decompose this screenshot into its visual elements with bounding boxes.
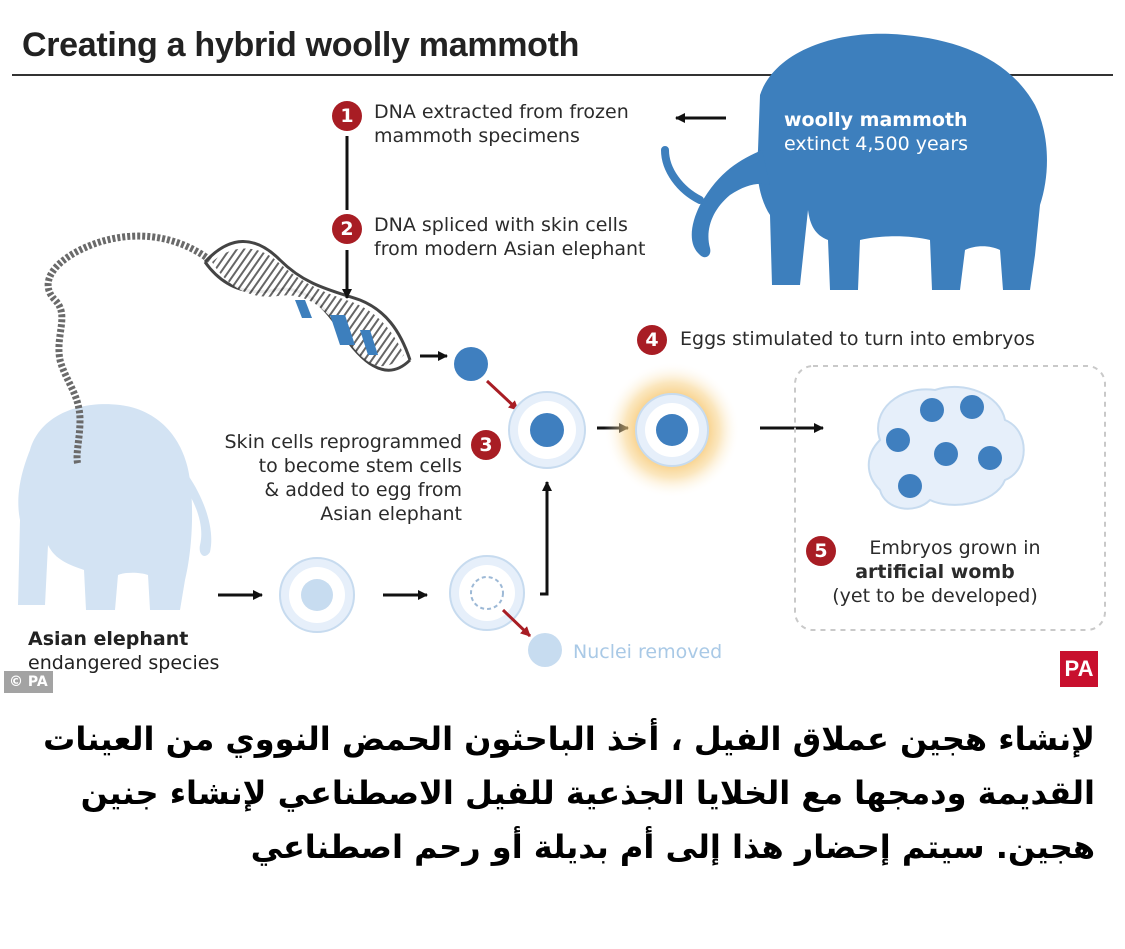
infographic: Creating a hybrid woolly mammoth woolly … [0,0,1125,700]
step-5-text: Embryos grown in artificial womb (yet to… [820,536,1050,608]
stimulated-egg [604,362,740,498]
elephant-name: Asian elephant [28,628,188,650]
step-3-line4: Asian elephant [200,502,462,526]
pa-logo: PA [1060,651,1098,687]
step-3-line3: & added to egg from [200,478,462,502]
nucleus-insert-arrow [487,381,518,410]
step-3-line2: to become stem cells [200,454,462,478]
egg-with-nucleus [509,392,585,468]
step-1-line2: mammoth specimens [374,124,629,148]
asian-elephant-silhouette [18,404,211,610]
step-4-text: Eggs stimulated to turn into embryos [680,327,1035,351]
step-2-line2: from modern Asian elephant [374,237,646,261]
removed-nucleus [528,633,562,667]
mammoth-nucleus [454,347,488,381]
embryo-cluster [869,387,1024,509]
step-3-badge: 3 [471,430,501,460]
step-2-line1: DNA spliced with skin cells [374,213,646,237]
mammoth-name: woolly mammoth [784,109,968,131]
step-5-line3: (yet to be developed) [820,584,1050,608]
elephant-egg [280,558,354,632]
nuclei-removed-label: Nuclei removed [573,641,722,663]
step-1-badge: 1 [332,101,362,131]
enucleated-to-egg-arrow [540,482,547,594]
step-1-line1: DNA extracted from frozen [374,100,629,124]
step-5-line2: artificial womb [820,560,1050,584]
mammoth-status: extinct 4,500 years [784,132,968,156]
step-1-text: DNA extracted from frozen mammoth specim… [374,100,629,148]
step-2-text: DNA spliced with skin cells from modern … [374,213,646,261]
arabic-caption: لإنشاء هجين عملاق الفيل ، أخذ الباحثون ا… [30,712,1095,874]
copyright-badge: © PA [4,671,53,693]
mammoth-label: woolly mammoth extinct 4,500 years [784,108,968,156]
step-3-text: Skin cells reprogrammed to become stem c… [200,430,462,526]
step-2-badge: 2 [332,214,362,244]
woolly-mammoth-silhouette [665,34,1047,290]
diagram-title: Creating a hybrid woolly mammoth [22,26,579,65]
step-3-line1: Skin cells reprogrammed [200,430,462,454]
elephant-status: endangered species [28,652,219,674]
step-5-line1: Embryos grown in [820,536,1050,560]
step-4-badge: 4 [637,325,667,355]
